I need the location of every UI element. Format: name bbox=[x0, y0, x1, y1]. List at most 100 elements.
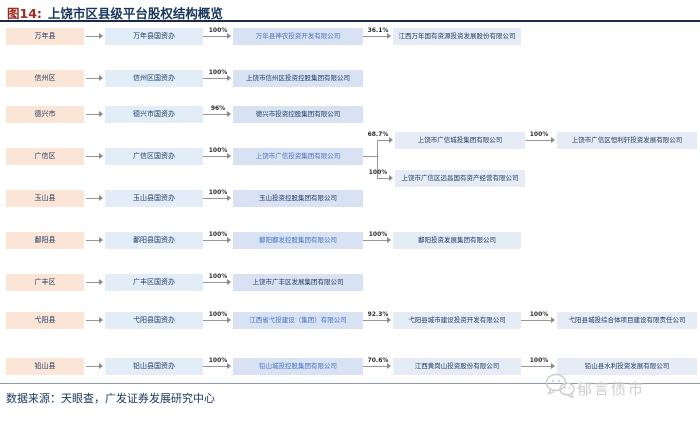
connector-line bbox=[86, 240, 99, 241]
connector-line bbox=[363, 320, 387, 321]
footer-divider bbox=[0, 383, 700, 384]
arrowhead bbox=[387, 317, 391, 323]
company-box: 鄱阳鄱发控股集团有限公司 bbox=[233, 232, 363, 249]
connector-line bbox=[86, 198, 99, 199]
ownership-percentage: 100% bbox=[208, 231, 228, 238]
title-divider bbox=[0, 20, 700, 22]
connector-line bbox=[203, 78, 227, 79]
company-box: 德兴市投资控股集团有限公司 bbox=[233, 106, 363, 123]
arrowhead bbox=[227, 237, 231, 243]
ownership-percentage: 70.6% bbox=[367, 357, 389, 364]
ownership-percentage: 100% bbox=[208, 273, 228, 280]
office-box: 德兴市国资办 bbox=[105, 106, 203, 123]
watermark-text: 郁言债市 bbox=[577, 380, 646, 398]
connector-line bbox=[363, 366, 387, 367]
connector-line bbox=[86, 156, 99, 157]
ownership-percentage: 100% bbox=[368, 169, 388, 176]
company-box: 江西省弋投建设（集团）有限公司 bbox=[233, 312, 363, 329]
arrowhead bbox=[99, 111, 103, 117]
arrowhead bbox=[227, 363, 231, 369]
company-box: 万年县神农投资开发有限公司 bbox=[233, 28, 363, 45]
ownership-percentage: 36.1% bbox=[367, 27, 389, 34]
arrowhead bbox=[551, 137, 555, 143]
arrowhead bbox=[387, 237, 391, 243]
ownership-percentage: 92.3% bbox=[367, 311, 389, 318]
connector-line bbox=[521, 366, 551, 367]
connector-line bbox=[521, 320, 551, 321]
ownership-percentage: 68.7% bbox=[367, 131, 389, 138]
connector-line bbox=[86, 320, 99, 321]
arrowhead bbox=[99, 153, 103, 159]
company-box: 鄱阳投资发展集团有限公司 bbox=[393, 232, 521, 249]
arrowhead bbox=[99, 317, 103, 323]
company-box: 江西万年国有资源投资发展股份有限公司 bbox=[393, 28, 521, 45]
arrowhead bbox=[551, 317, 555, 323]
arrowhead bbox=[227, 153, 231, 159]
connector-line bbox=[203, 198, 227, 199]
ownership-percentage: 100% bbox=[208, 311, 228, 318]
arrowhead bbox=[99, 75, 103, 81]
company-box: 铅山县水利投资发展有限公司 bbox=[557, 358, 697, 375]
arrowhead bbox=[227, 75, 231, 81]
office-box: 铅山县国资办 bbox=[105, 358, 203, 375]
ownership-percentage: 96% bbox=[210, 105, 226, 112]
company-box: 上饶市信州区投资控股集团有限公司 bbox=[233, 70, 363, 87]
arrowhead bbox=[99, 237, 103, 243]
office-box: 玉山县国资办 bbox=[105, 190, 203, 207]
office-box: 万年县国资办 bbox=[105, 28, 203, 45]
county-box: 信州区 bbox=[6, 70, 84, 87]
company-box: 铅山城投控股集团有限公司 bbox=[233, 358, 363, 375]
office-box: 鄱阳县国资办 bbox=[105, 232, 203, 249]
arrowhead bbox=[227, 195, 231, 201]
connector-line bbox=[86, 36, 99, 37]
ownership-percentage: 100% bbox=[208, 69, 228, 76]
connector-line bbox=[525, 140, 551, 141]
connector-line bbox=[203, 114, 227, 115]
company-box: 玉山投资控股集团有限公司 bbox=[233, 190, 363, 207]
ownership-percentage: 100% bbox=[529, 311, 549, 318]
arrowhead bbox=[227, 33, 231, 39]
company-box: 上饶市广信投资集团有限公司 bbox=[233, 148, 363, 165]
office-box: 弋阳县国资办 bbox=[105, 312, 203, 329]
office-box: 广信区国资办 bbox=[105, 148, 203, 165]
connector-line bbox=[377, 178, 389, 179]
county-box: 广信区 bbox=[6, 148, 84, 165]
arrowhead bbox=[99, 195, 103, 201]
connector-line bbox=[377, 140, 378, 178]
connector-line bbox=[203, 36, 227, 37]
county-box: 广丰区 bbox=[6, 274, 84, 291]
ownership-percentage: 100% bbox=[208, 147, 228, 154]
arrowhead bbox=[227, 111, 231, 117]
connector-line bbox=[203, 366, 227, 367]
ownership-percentage: 100% bbox=[529, 131, 549, 138]
connector-line bbox=[203, 282, 227, 283]
arrowhead bbox=[227, 317, 231, 323]
arrowhead bbox=[387, 363, 391, 369]
connector-line bbox=[86, 282, 99, 283]
company-box: 弋阳县城投综合体项目建设有限责任公司 bbox=[557, 312, 697, 329]
connector-line bbox=[363, 156, 377, 157]
office-box: 广丰区国资办 bbox=[105, 274, 203, 291]
ownership-percentage: 100% bbox=[529, 357, 549, 364]
figure-title-text: 上饶市区县级平台股权结构概览 bbox=[47, 6, 223, 21]
county-box: 德兴市 bbox=[6, 106, 84, 123]
arrowhead bbox=[551, 363, 555, 369]
company-box: 上饶市广信区恒利轩投资发展有限公司 bbox=[557, 132, 697, 149]
figure-number: 图14: bbox=[7, 6, 42, 21]
county-box: 万年县 bbox=[6, 28, 84, 45]
wechat-icon bbox=[544, 372, 576, 404]
arrowhead bbox=[99, 363, 103, 369]
connector-line bbox=[377, 140, 389, 141]
connector-line bbox=[86, 114, 99, 115]
arrowhead bbox=[99, 33, 103, 39]
figure-title: 图14: 上饶市区县级平台股权结构概览 bbox=[7, 3, 223, 22]
company-box: 上饶市广信城投集团有限公司 bbox=[395, 132, 525, 149]
office-box: 信州区国资办 bbox=[105, 70, 203, 87]
arrowhead bbox=[389, 175, 393, 181]
ownership-percentage: 100% bbox=[208, 357, 228, 364]
arrowhead bbox=[99, 279, 103, 285]
connector-line bbox=[363, 36, 387, 37]
company-box: 弋阳县城市建设投资开发有限公司 bbox=[393, 312, 521, 329]
connector-line bbox=[203, 156, 227, 157]
